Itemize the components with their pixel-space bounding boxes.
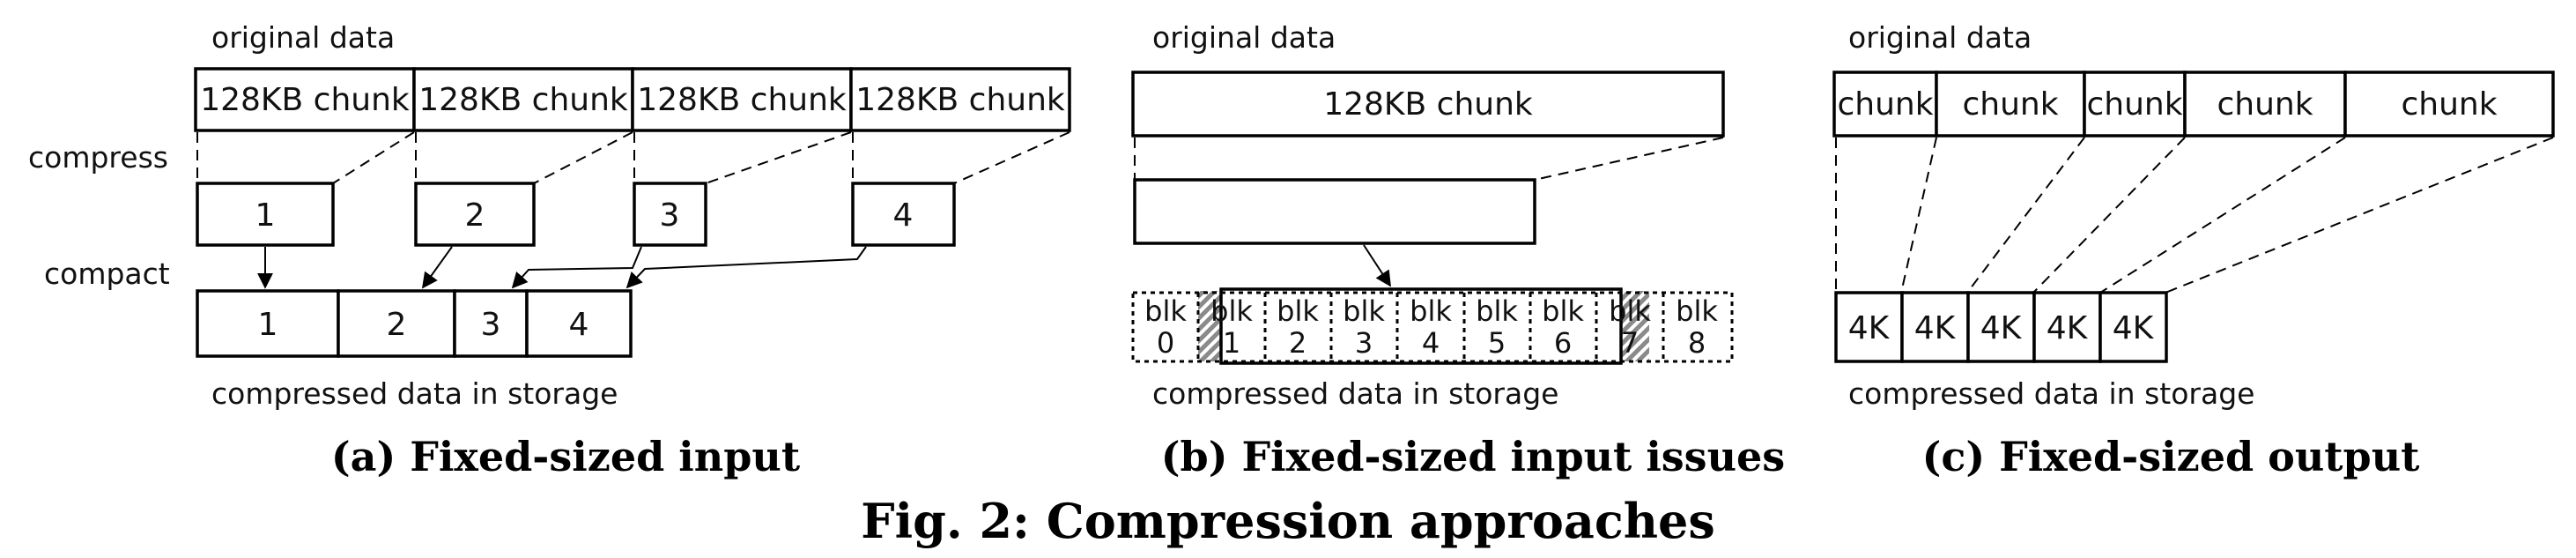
compressed-block <box>1133 178 1536 245</box>
panel-a-caption: (a) Fixed-sized input <box>331 433 801 480</box>
panel-c: original data chunk chunk chunk chunk ch… <box>1832 20 2555 480</box>
storage-block-label-4: 4 <box>569 307 589 343</box>
panel-a: original data compress compact 128KB chu… <box>28 20 1071 480</box>
compressed-block-4 <box>851 182 956 247</box>
compact-arrow-2 <box>421 246 453 289</box>
blk-num-8: 8 <box>1688 326 1706 360</box>
original-data-label: original data <box>1152 20 1336 55</box>
wasted-space-end <box>1621 291 1649 361</box>
storage-block-4 <box>525 289 633 358</box>
chunk-box-1 <box>194 67 416 132</box>
projection-line <box>1900 137 1937 294</box>
compressed-block-label-3: 3 <box>660 197 680 234</box>
projection-line <box>1966 137 2085 294</box>
compact-label: compact <box>44 257 170 291</box>
output-label-3: 4K <box>1980 310 2023 346</box>
chunk-label-1: chunk <box>1837 86 1933 123</box>
blk-word-1: blk <box>1210 294 1253 328</box>
storage-label: compressed data in storage <box>211 376 618 411</box>
output-block-1 <box>1834 291 1904 363</box>
panel-b: original data 128KB chunk blk 0 blk 1 bl… <box>1131 20 1785 480</box>
chunk-label-5: chunk <box>2401 86 2497 123</box>
chunk-label-4: chunk <box>2217 86 2313 123</box>
chunk-label-3: 128KB chunk <box>637 82 847 118</box>
projection-line <box>332 131 415 184</box>
output-block-3 <box>1966 291 2036 363</box>
storage-block-3 <box>453 289 529 358</box>
compress-label: compress <box>28 140 168 175</box>
compressed-data-span <box>1219 287 1623 365</box>
blk-num-6: 6 <box>1554 326 1572 360</box>
panel-c-caption: (c) Fixed-sized output <box>1922 433 2421 480</box>
chunk-box-2 <box>1935 71 2086 138</box>
blk-num-2: 2 <box>1289 326 1307 360</box>
storage-block-label-3: 3 <box>481 307 501 343</box>
chunk-box-2 <box>412 67 634 132</box>
blk-word-4: blk <box>1410 294 1452 328</box>
blk-num-4: 4 <box>1422 326 1440 360</box>
output-block-5 <box>2099 291 2168 363</box>
chunk-box <box>1131 71 1725 138</box>
chunk-label-2: chunk <box>1962 86 2058 123</box>
projection-line <box>1534 137 1724 181</box>
chunk-label-4: 128KB chunk <box>855 82 1065 118</box>
compressed-block-label-4: 4 <box>893 197 914 234</box>
wasted-space-start <box>1198 291 1221 361</box>
projection-line <box>533 131 633 184</box>
blk-word-3: blk <box>1343 294 1385 328</box>
chunk-label: 128KB chunk <box>1323 86 1533 123</box>
compressed-block-3 <box>633 182 707 247</box>
output-label-5: 4K <box>2113 310 2155 346</box>
figure-caption: Fig. 2: Compression approaches <box>861 493 1714 549</box>
write-arrow <box>1363 244 1391 287</box>
panel-b-caption: (b) Fixed-sized input issues <box>1161 433 1785 480</box>
output-label-1: 4K <box>1848 310 1891 346</box>
storage-block-row <box>1131 291 1734 363</box>
blk-word-6: blk <box>1542 294 1584 328</box>
blk-num-1: 1 <box>1223 326 1240 360</box>
storage-block-1 <box>196 289 340 358</box>
compressed-block-label-1: 1 <box>255 197 276 234</box>
chunk-label-1: 128KB chunk <box>200 82 410 118</box>
projection-line <box>705 131 852 184</box>
chunk-label-3: chunk <box>2086 86 2182 123</box>
blk-word-2: blk <box>1277 294 1319 328</box>
blk-num-7: 7 <box>1621 326 1639 360</box>
storage-block-label-1: 1 <box>258 307 278 343</box>
compressed-block-2 <box>414 182 536 247</box>
block-labels: blk 0 blk 1 blk 2 blk 3 blk 4 blk 5 blk … <box>1144 294 1718 360</box>
storage-block-label-2: 2 <box>387 307 407 343</box>
blk-num-5: 5 <box>1488 326 1506 360</box>
output-label-2: 4K <box>1914 310 1957 346</box>
output-label-4: 4K <box>2047 310 2089 346</box>
blk-num-0: 0 <box>1157 326 1174 360</box>
compact-arrow-4 <box>625 246 867 289</box>
chunk-box-4 <box>849 67 1071 132</box>
storage-label: compressed data in storage <box>1848 376 2254 411</box>
output-block-4 <box>2032 291 2102 363</box>
chunk-label-2: 128KB chunk <box>418 82 628 118</box>
blk-word-7: blk <box>1609 294 1651 328</box>
blk-num-3: 3 <box>1355 326 1373 360</box>
projection-line <box>2032 137 2186 294</box>
blk-word-8: blk <box>1676 294 1718 328</box>
original-data-label: original data <box>211 20 395 55</box>
chunk-box-1 <box>1832 71 1938 138</box>
blk-word-5: blk <box>1476 294 1518 328</box>
compressed-block-1 <box>196 182 335 247</box>
chunk-box-3 <box>631 67 853 132</box>
compact-arrow-3 <box>511 246 642 289</box>
projection-line <box>2099 137 2346 294</box>
original-data-label: original data <box>1848 20 2032 55</box>
blk-word-0: blk <box>1144 294 1187 328</box>
chunk-box-5 <box>2343 71 2555 138</box>
storage-label: compressed data in storage <box>1152 376 1558 411</box>
projection-line <box>953 131 1070 184</box>
compressed-block-label-2: 2 <box>465 197 485 234</box>
